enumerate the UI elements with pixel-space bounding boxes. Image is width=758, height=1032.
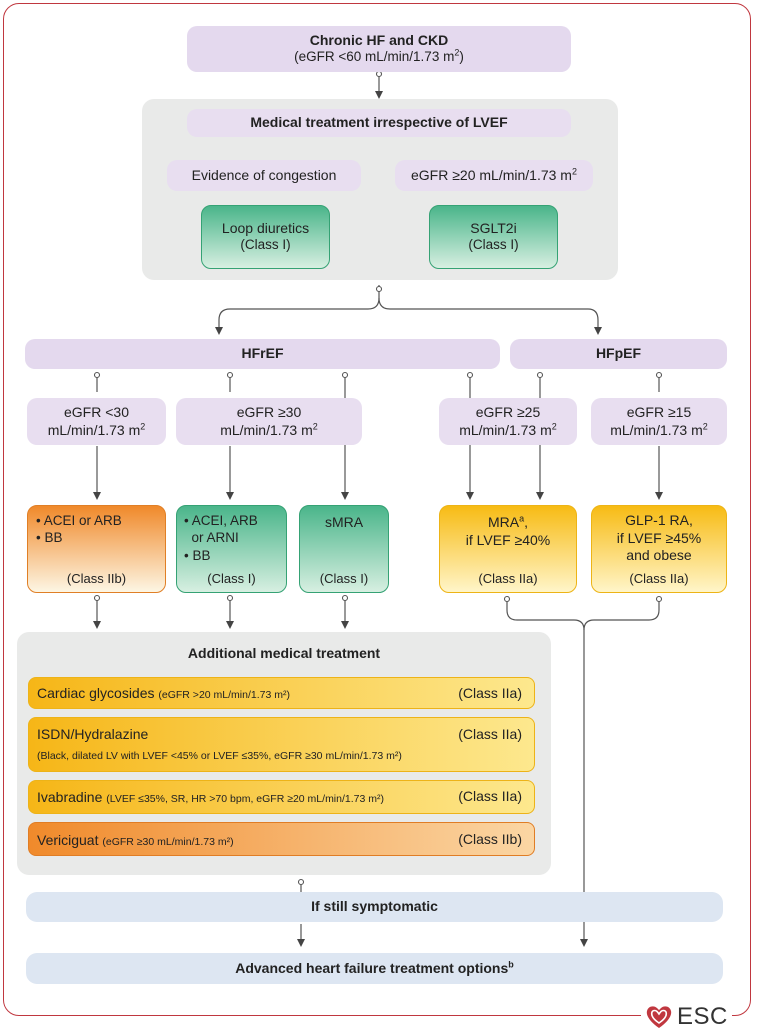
mra-class: (Class IIa) — [478, 570, 538, 586]
ivabradine-class: (Class IIa) — [458, 788, 522, 804]
isdn-hydralazine-note: (Black, dilated LV with LVEF <45% or LVE… — [37, 750, 402, 762]
esc-logo: ESC — [641, 1003, 732, 1031]
top-title: Chronic HF and CKD — [309, 31, 449, 48]
additional-title: Additional medical treatment — [187, 645, 381, 661]
sglt2i-name: SGLT2i — [470, 219, 517, 236]
glp1-line1: GLP-1 RA, — [625, 512, 693, 528]
arni-list: • ACEI, ARB or ARNI • BB — [184, 513, 258, 563]
cardiac-glycosides-text: Cardiac glycosides (eGFR >20 mL/min/1.73… — [37, 685, 290, 701]
sglt2i-class: (Class I) — [468, 237, 519, 253]
egfr-ge30-line2: mL/min/1.73 m2 — [220, 420, 318, 438]
isdn-hydralazine-text: ISDN/Hydralazine — [37, 726, 149, 742]
advanced-hf-bar: Advanced heart failure treatment options… — [26, 953, 723, 984]
isdn-hydralazine-row: ISDN/Hydralazine (Black, dilated LV with… — [28, 717, 535, 772]
acei-arb-arni-box: • ACEI, ARB or ARNI • BB (Class I) — [176, 505, 287, 593]
ivabradine-row: Ivabradine (LVEF ≤35%, SR, HR >70 bpm, e… — [28, 780, 535, 814]
hfpef-label: HFpEF — [595, 345, 642, 362]
loop-name: Loop diuretics — [221, 219, 310, 236]
esc-logo-text: ESC — [677, 1003, 728, 1030]
acei-item: ACEI or ARB — [36, 512, 122, 529]
smra-name: sMRA — [324, 514, 364, 530]
vericiguat-text: Vericiguat (eGFR ≥30 mL/min/1.73 m²) — [37, 832, 234, 848]
glp1-class: (Class IIa) — [629, 570, 689, 586]
congestion-label: Evidence of congestion — [167, 160, 361, 191]
isdn-hydralazine-class: (Class IIa) — [458, 726, 522, 742]
mra-box: MRAa, if LVEF ≥40% (Class IIa) — [439, 505, 577, 593]
hfref-bar: HFrEF — [25, 339, 500, 369]
congestion-text: Evidence of congestion — [191, 166, 337, 183]
loop-class: (Class I) — [240, 237, 291, 253]
acei-class: (Class IIb) — [66, 570, 127, 586]
medical-treatment-title: Medical treatment irrespective of LVEF — [187, 109, 571, 137]
cardiac-glycosides-row: Cardiac glycosides (eGFR >20 mL/min/1.73… — [28, 677, 535, 709]
top-subtitle: (eGFR <60 mL/min/1.73 m2) — [294, 47, 464, 65]
still-symptomatic-label: If still symptomatic — [311, 898, 438, 915]
loop-diuretics-box: Loop diuretics (Class I) — [201, 205, 330, 269]
egfr-ge25-box: eGFR ≥25 mL/min/1.73 m2 — [439, 398, 577, 445]
egfr-ge25-line1: eGFR ≥25 — [475, 404, 541, 420]
mra-condition: if LVEF ≥40% — [465, 531, 551, 548]
egfr-ge30-line1: eGFR ≥30 — [236, 404, 302, 420]
heart-icon — [646, 1006, 672, 1028]
egfr-lt30-line1: eGFR <30 — [64, 404, 129, 420]
egfr-lt30-box: eGFR <30 mL/min/1.73 m2 — [27, 398, 166, 445]
still-symptomatic-bar: If still symptomatic — [26, 892, 723, 922]
chronic-hf-ckd-box: Chronic HF and CKD (eGFR <60 mL/min/1.73… — [187, 26, 571, 72]
advanced-hf-label: Advanced heart failure treatment options… — [235, 959, 514, 976]
glp1-line2: if LVEF ≥45% — [616, 529, 702, 546]
egfr-ge15-line1: eGFR ≥15 — [626, 404, 692, 420]
egfr-ge25-line2: mL/min/1.73 m2 — [459, 420, 557, 438]
hfref-label: HFrEF — [241, 345, 284, 362]
bb-item: BB — [36, 529, 122, 546]
ivabradine-text: Ivabradine (LVEF ≤35%, SR, HR >70 bpm, e… — [37, 789, 384, 805]
smra-box: sMRA (Class I) — [299, 505, 389, 593]
hfpef-bar: HFpEF — [510, 339, 727, 369]
egfr20-label: eGFR ≥20 mL/min/1.73 m2 — [395, 160, 593, 191]
figure-frame — [3, 3, 751, 1016]
egfr-ge30-box: eGFR ≥30 mL/min/1.73 m2 — [176, 398, 362, 445]
sglt2i-box: SGLT2i (Class I) — [429, 205, 558, 269]
glp1-box: GLP-1 RA, if LVEF ≥45% and obese (Class … — [591, 505, 727, 593]
cardiac-glycosides-class: (Class IIa) — [458, 685, 522, 701]
acei-arb-box: ACEI or ARB BB (Class IIb) — [27, 505, 166, 593]
mra-name: MRAa, — [487, 513, 529, 530]
egfr20-text: eGFR ≥20 mL/min/1.73 m2 — [411, 166, 577, 183]
arni-class: (Class I) — [207, 570, 256, 586]
medical-title-text: Medical treatment irrespective of LVEF — [250, 114, 508, 131]
egfr-ge15-line2: mL/min/1.73 m2 — [610, 420, 708, 438]
glp1-line3: and obese — [626, 547, 692, 563]
vericiguat-class: (Class IIb) — [458, 831, 522, 847]
egfr-lt30-line2: mL/min/1.73 m2 — [47, 420, 146, 438]
smra-class: (Class I) — [319, 570, 369, 586]
vericiguat-row: Vericiguat (eGFR ≥30 mL/min/1.73 m²) (Cl… — [28, 822, 535, 856]
egfr-ge15-box: eGFR ≥15 mL/min/1.73 m2 — [591, 398, 727, 445]
